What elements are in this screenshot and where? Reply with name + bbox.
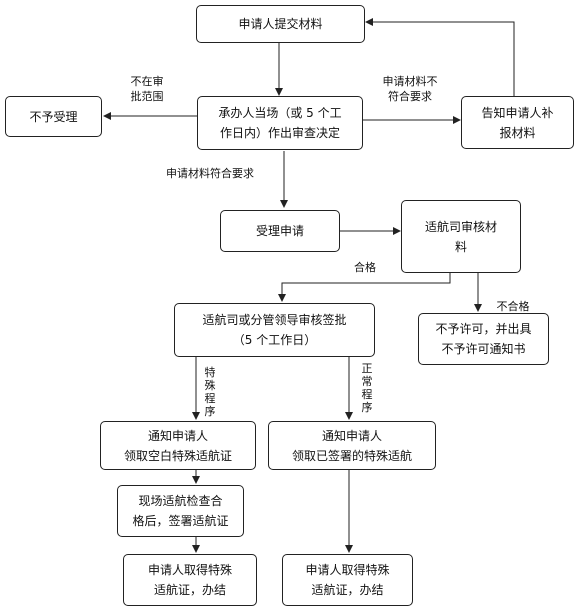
label-unqualified: 不合格 (496, 300, 530, 313)
node-onsite: 现场适航检查合 格后，签署适航证 (117, 485, 244, 537)
label-out-of-scope: 不在审 批范围 (130, 75, 164, 103)
node-supplement: 告知申请人补 报材料 (461, 96, 574, 149)
node-done-right: 申请人取得特殊 适航证，办结 (282, 554, 413, 606)
label-qualified: 合格 (354, 261, 376, 274)
arrow-supplement-to-submit (365, 18, 515, 96)
node-review: 承办人当场（或 5 个工 作日内）作出审查决定 (197, 96, 363, 150)
node-reject: 不予受理 (5, 96, 102, 137)
node-submit: 申请人提交材料 (196, 5, 365, 43)
node-notify-signed: 通知申请人 领取已签署的特殊适航 (268, 421, 436, 470)
node-accept: 受理申请 (220, 210, 340, 252)
arrow-airworthiness-to-sign (278, 273, 451, 302)
label-not-compliant: 申请材料不 符合要求 (382, 75, 438, 103)
label-compliant: 申请材料符合要求 (166, 167, 254, 180)
node-airworthiness-review: 适航司审核材 料 (401, 200, 521, 273)
node-done-left: 申请人取得特殊 适航证，办结 (123, 554, 257, 606)
label-special-procedure: 特殊程序 (204, 366, 216, 418)
label-normal-procedure: 正常程序 (361, 362, 373, 414)
node-sign: 适航司或分管领导审核签批 （5 个工作日） (174, 303, 375, 357)
node-deny: 不予许可，并出具 不予许可通知书 (418, 313, 549, 365)
node-notify-blank: 通知申请人 领取空白特殊适航证 (100, 421, 256, 470)
